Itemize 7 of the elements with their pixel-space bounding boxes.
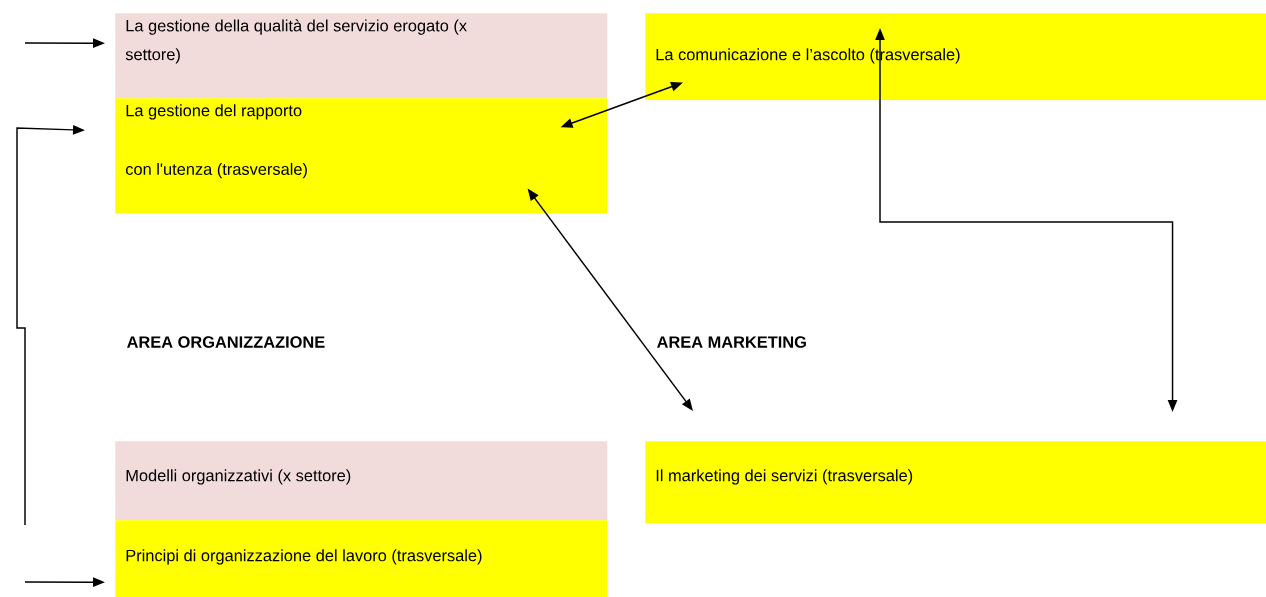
text-box: Modelli organizzativi (x settore) — [115, 441, 608, 521]
area-label: AREA ORGANIZZAZIONE — [127, 336, 325, 348]
area-label: AREA MARKETING — [657, 336, 806, 348]
text-box: La gestione del rapporto con l'utenza (trasversale) — [115, 98, 608, 214]
text-box: La gestione della qualità del servizio erogato (x settore) — [115, 13, 608, 99]
text-box: Il marketing dei servizi (trasversale) — [645, 441, 1266, 524]
text-box: Principi di organizzazione del lavoro (trasversale) — [115, 520, 608, 597]
